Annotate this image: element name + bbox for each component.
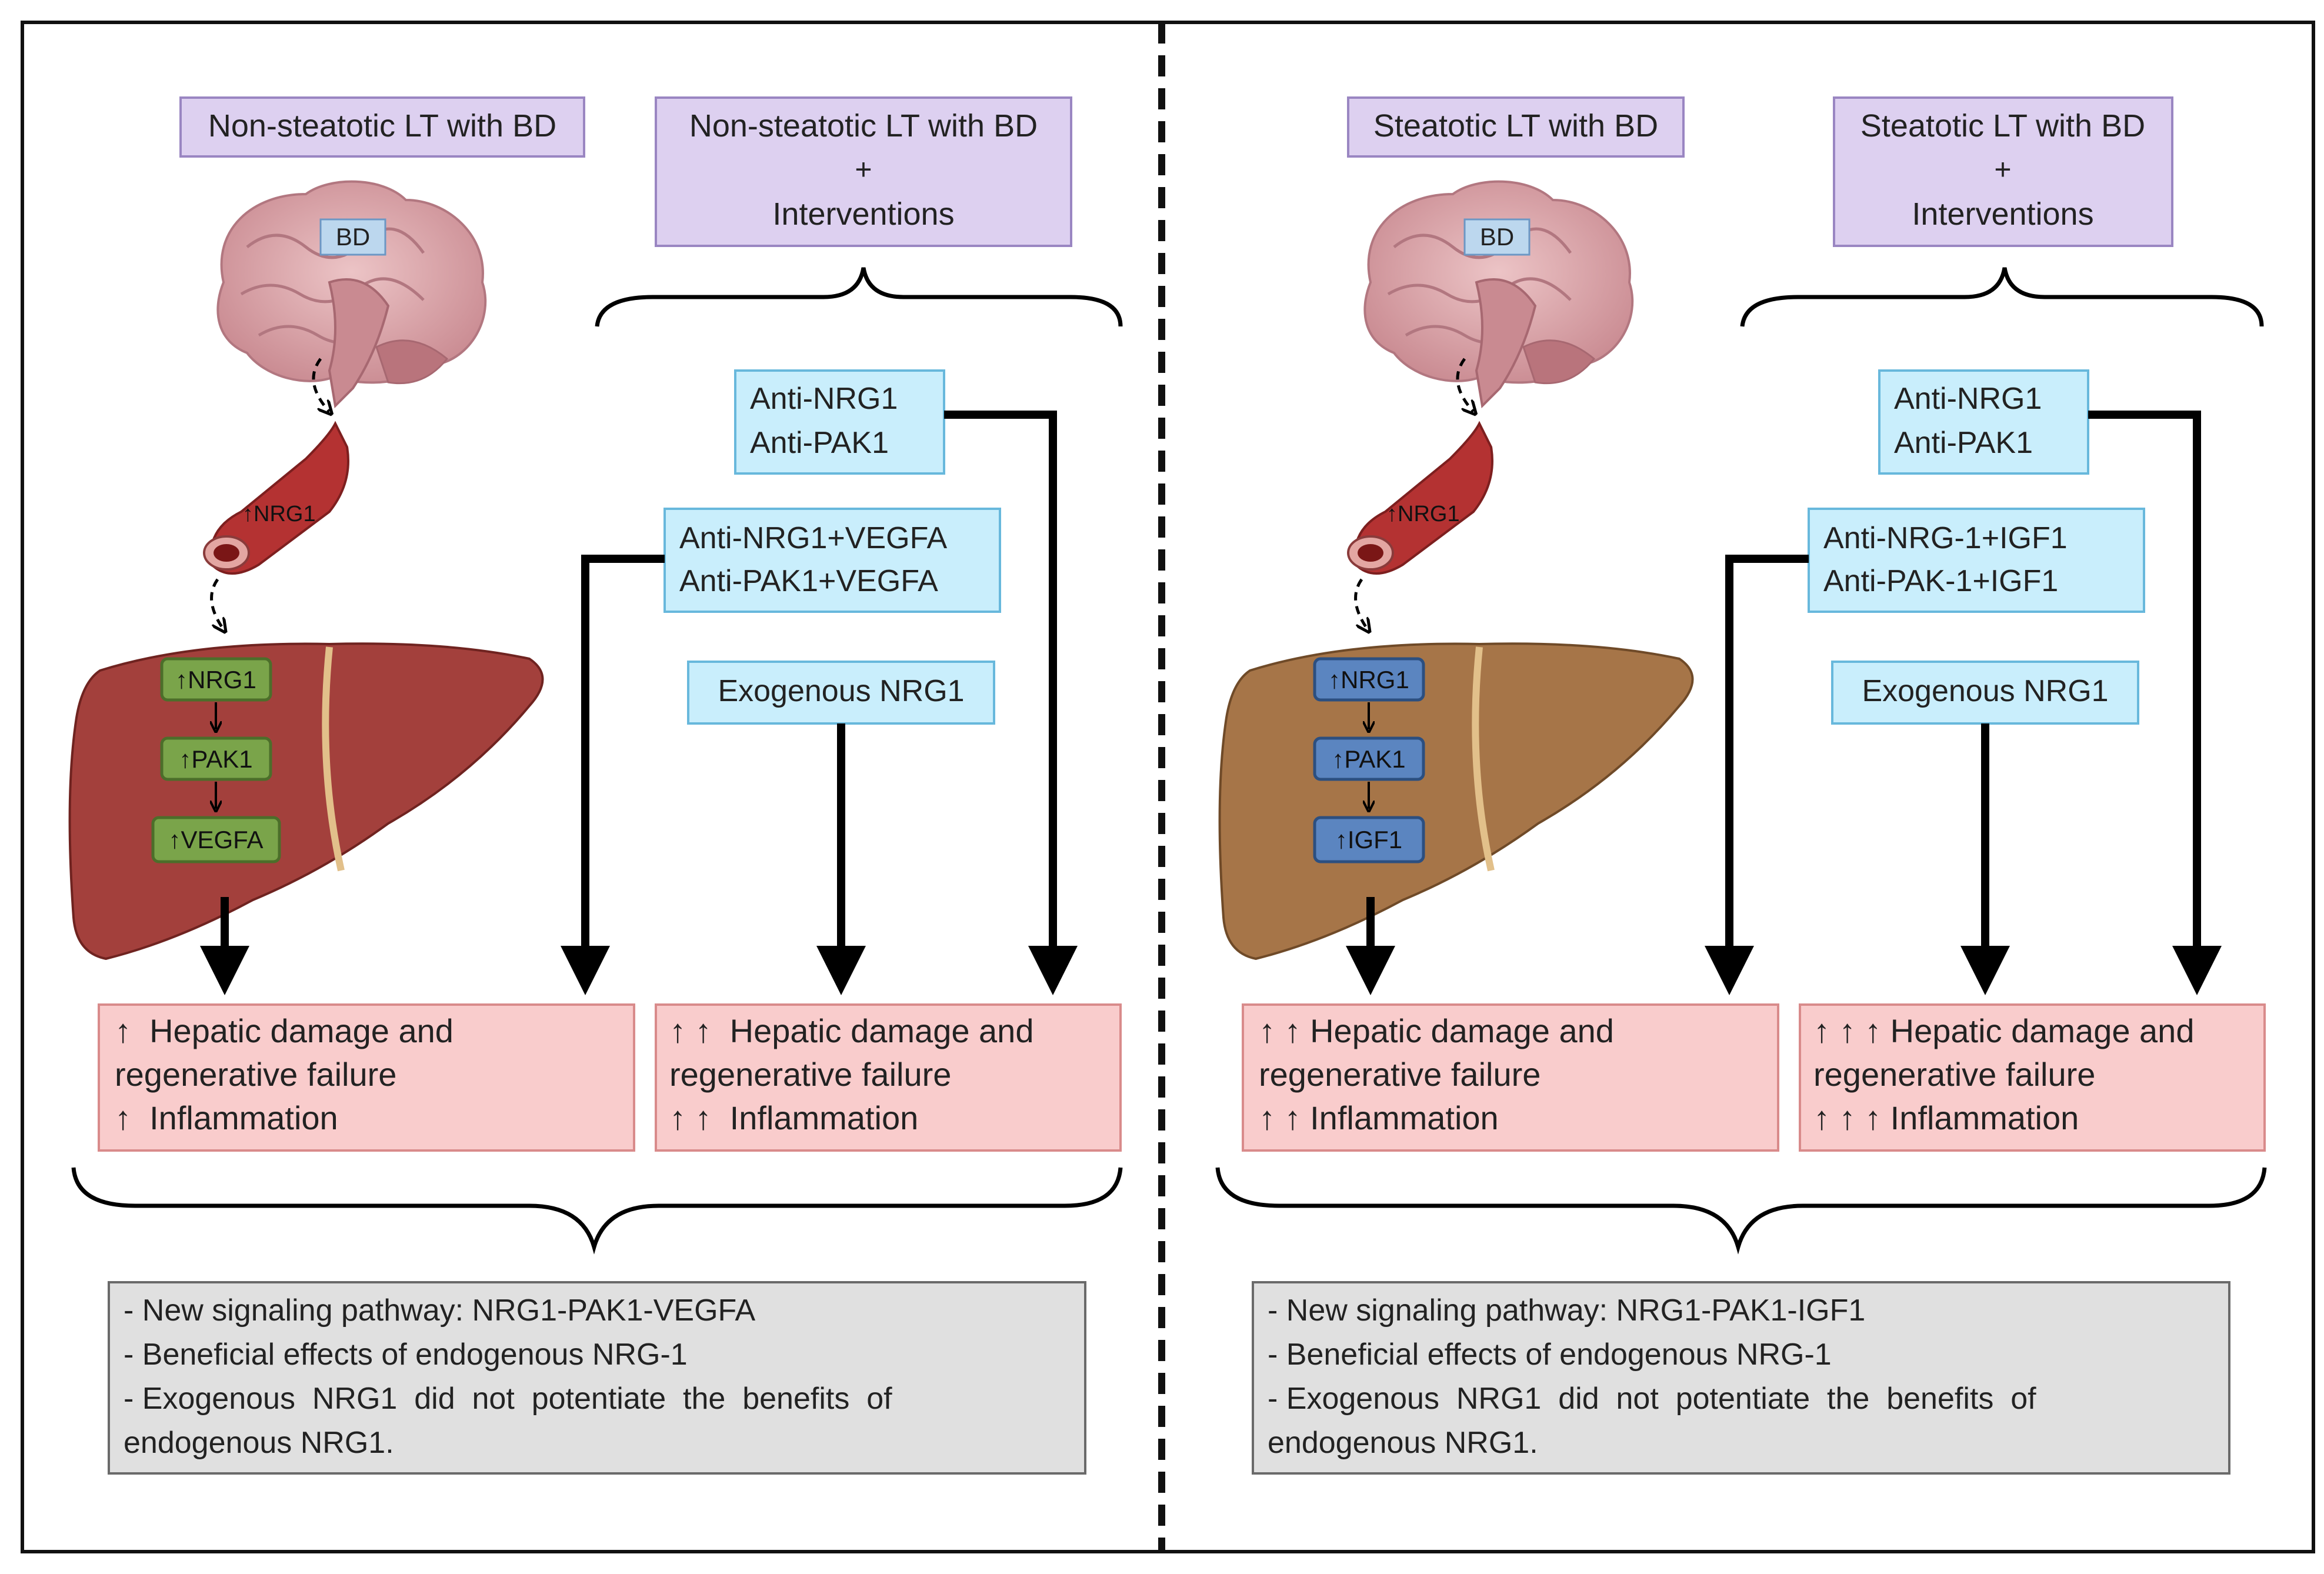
liver-step-3	[151, 816, 281, 863]
bd-label: BD	[1480, 223, 1514, 251]
intervention-exogenous-box	[1831, 661, 2139, 725]
intervention-anti-line-1: Anti-NRG1	[1894, 382, 2042, 416]
liver-illustration	[1218, 642, 1694, 961]
liver-step-1	[1313, 657, 1425, 702]
liver-step-1-label: ↑NRG1	[1328, 666, 1409, 693]
vessel-nrg1-label: ↑NRG1	[242, 502, 316, 526]
bd-label: BD	[336, 223, 370, 251]
liver-step-3-label: ↑VEGFA	[168, 826, 263, 853]
bd-label-box	[319, 218, 386, 256]
anti-arrow	[944, 411, 1078, 995]
outer-frame	[21, 21, 2315, 1553]
intervention-combo-line-2: Anti-PAK1+VEGFA	[679, 564, 938, 598]
intervention-combo-line-1: Anti-NRG-1+IGF1	[1823, 521, 2068, 555]
liver-step-2-label: ↑PAK1	[179, 745, 252, 773]
anti-arrow	[2088, 411, 2222, 995]
summary-line-1: - New signaling pathway: NRG1-PAK1-VEGFA	[124, 1293, 755, 1328]
liver-pathway: ↑NRG1 ↑PAK1 ↑IGF1	[1313, 657, 1425, 863]
outcome-intervention-line-3: ↑ ↑ ↑ Inflammation	[1813, 1099, 2079, 1136]
header-intervention-line-3: Interventions	[1912, 196, 2093, 232]
intervention-combo-box	[663, 508, 1001, 613]
intervention-combo-line-2: Anti-PAK-1+IGF1	[1823, 564, 2058, 598]
summary-box	[108, 1281, 1086, 1475]
outcome-control-line-1: ↑ ↑ Hepatic damage and	[1259, 1012, 1614, 1049]
liver-step-2	[160, 736, 272, 781]
intervention-exogenous-label: Exogenous NRG1	[718, 674, 964, 708]
liver-ligament	[1472, 646, 1495, 872]
header-intervention-line-1: Steatotic LT with BD	[1860, 108, 2145, 144]
outcome-control-box	[98, 1003, 635, 1152]
liver-ligament	[322, 646, 345, 872]
summary-line-2: - Beneficial effects of endogenous NRG-1	[1268, 1338, 1832, 1372]
header-box-intervention	[655, 96, 1072, 247]
header-control-label: Steatotic LT with BD	[1373, 108, 1658, 144]
liver-step-3-label: ↑IGF1	[1335, 826, 1402, 853]
summary-brace	[71, 1167, 1123, 1255]
combo-arrow	[1705, 555, 1809, 995]
outcome-intervention-line-2: regenerative failure	[1813, 1056, 2095, 1093]
liver-step-2-label: ↑PAK1	[1332, 745, 1405, 773]
intervention-combo-line-1: Anti-NRG1+VEGFA	[679, 521, 947, 555]
vessel-to-liver-arrow	[1354, 578, 1368, 629]
intervention-anti-line-2: Anti-PAK1	[1894, 426, 2033, 460]
header-control-label: Non-steatotic LT with BD	[208, 108, 556, 144]
outcome-control-line-2: regenerative failure	[115, 1056, 396, 1093]
liver-illustration	[68, 642, 544, 961]
blood-vessel-illustration	[1347, 421, 1493, 575]
summary-line-2: - Beneficial effects of endogenous NRG-1	[124, 1338, 688, 1372]
header-box-intervention	[1833, 96, 2173, 247]
intervention-anti-box	[1878, 369, 2089, 475]
header-intervention-line-1: Non-steatotic LT with BD	[689, 108, 1038, 144]
outcome-intervention-box	[655, 1003, 1122, 1152]
liver-step-1	[160, 657, 272, 702]
summary-box	[1252, 1281, 2230, 1475]
liver-step-2	[1313, 736, 1425, 781]
summary-line-3: - Exogenous NRG1 did not potentiate the …	[1268, 1382, 2036, 1416]
intervention-exogenous-box	[687, 661, 995, 725]
summary-line-3: - Exogenous NRG1 did not potentiate the …	[124, 1382, 892, 1416]
brain-to-vessel-arrow	[1456, 358, 1473, 412]
header-box-control	[179, 96, 585, 158]
brain-illustration	[216, 180, 487, 409]
bd-label-box	[1463, 218, 1531, 256]
liver-step-3	[1313, 816, 1425, 863]
intervention-combo-box	[1808, 508, 2145, 613]
header-intervention-line-2: +	[1994, 153, 2011, 186]
summary-line-4: endogenous NRG1.	[1268, 1426, 1538, 1460]
vessel-to-liver-arrow	[210, 578, 224, 629]
intervention-brace-top	[595, 267, 1123, 327]
left-panel: Non-steatotic LT with BD Non-steatotic L…	[68, 96, 1123, 1475]
intervention-anti-line-2: Anti-PAK1	[750, 426, 889, 460]
outcome-control-line-2: regenerative failure	[1259, 1056, 1541, 1093]
outcome-intervention-line-1: ↑ ↑ ↑ Hepatic damage and	[1813, 1012, 2194, 1049]
brain-to-vessel-arrow	[312, 358, 329, 412]
header-box-control	[1347, 96, 1685, 158]
vessel-nrg1-label: ↑NRG1	[1386, 502, 1460, 526]
right-panel: Steatotic LT with BD Steatotic LT with B…	[1215, 96, 2267, 1475]
liver-step-1-label: ↑NRG1	[175, 666, 256, 693]
header-intervention-line-2: +	[855, 153, 872, 186]
brain-illustration	[1363, 180, 1634, 409]
intervention-exogenous-label: Exogenous NRG1	[1862, 674, 2108, 708]
summary-line-1: - New signaling pathway: NRG1-PAK1-IGF1	[1268, 1293, 1865, 1328]
header-intervention-line-3: Interventions	[772, 196, 954, 232]
intervention-anti-line-1: Anti-NRG1	[750, 382, 898, 416]
summary-line-4: endogenous NRG1.	[124, 1426, 394, 1460]
outcome-intervention-box	[1799, 1003, 2266, 1152]
summary-brace	[1215, 1167, 2267, 1255]
intervention-brace-top	[1740, 267, 2264, 327]
outcome-intervention-line-2: regenerative failure	[669, 1056, 951, 1093]
intervention-anti-box	[734, 369, 945, 475]
liver-pathway: ↑NRG1 ↑PAK1 ↑VEGFA	[151, 657, 281, 863]
combo-arrow	[561, 555, 665, 995]
outcome-control-line-3: ↑ ↑ Inflammation	[1259, 1099, 1499, 1136]
outcome-control-box	[1242, 1003, 1779, 1152]
outcome-intervention-line-1: ↑ ↑ Hepatic damage and	[669, 1012, 1033, 1049]
outcome-control-line-1: ↑ Hepatic damage and	[115, 1012, 454, 1049]
outcome-control-line-3: ↑ Inflammation	[115, 1099, 338, 1136]
outcome-intervention-line-3: ↑ ↑ Inflammation	[669, 1099, 918, 1136]
blood-vessel-illustration	[203, 421, 349, 575]
